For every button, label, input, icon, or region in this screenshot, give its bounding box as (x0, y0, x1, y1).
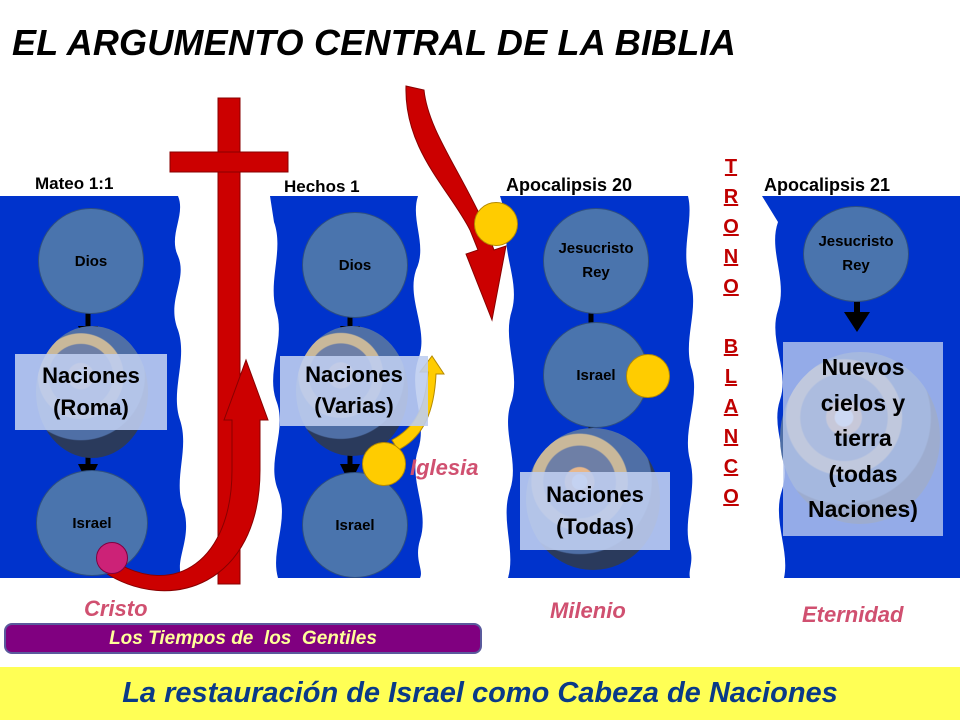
red-curve-arrow-down (405, 85, 507, 322)
rey-line2-21: Rey (842, 257, 870, 274)
jesucristo-line1-21: Jesucristo (818, 233, 894, 250)
eternidad-label: Eternidad (802, 602, 904, 627)
trono-letter: B (723, 336, 739, 358)
pink-dot-israel (96, 542, 128, 574)
trono-letter: O (723, 276, 739, 298)
yellow-dot-israel (626, 354, 670, 398)
circle-israel-2: Israel (302, 472, 408, 578)
iglesia-label: Iglesia (410, 455, 479, 480)
heading-apocalipsis-20: Apocalipsis 20 (506, 175, 633, 195)
naciones-roma-line2: (Roma) (53, 395, 129, 420)
trono-letter: O (723, 486, 739, 508)
label-naciones-roma: Naciones (Roma) (15, 354, 167, 430)
naciones-roma-line1: Naciones (42, 363, 140, 389)
nuevos-line1: Nuevos (821, 353, 905, 380)
trono-letter (718, 302, 744, 332)
trono-letter: A (723, 396, 739, 418)
trono-letter: L (724, 366, 738, 388)
trono-blanco-vertical: T R O N O B L A N C O (718, 152, 744, 512)
page-title: EL ARGUMENTO CENTRAL DE LA BIBLIA (12, 22, 736, 63)
label-naciones-varias: Naciones (Varias) (280, 356, 428, 426)
naciones-todas-line1: Naciones (546, 482, 644, 508)
gentiles-text: Los Tiempos de los Gentiles (109, 627, 377, 649)
circle-israel-1: Israel (36, 470, 148, 576)
circle-dios-2: Dios (302, 212, 408, 318)
milenio-label: Milenio (550, 598, 626, 623)
nuevos-line3: tierra (834, 425, 892, 452)
trono-letter: R (723, 186, 739, 208)
cross-horizontal (169, 151, 289, 173)
trono-letter: N (723, 426, 739, 448)
nuevos-line2: cielos y (820, 389, 906, 416)
jesucristo-line1-20: Jesucristo (558, 240, 634, 257)
gentiles-bar: Los Tiempos de los Gentiles (4, 623, 482, 654)
naciones-todas-line2: (Todas) (556, 514, 634, 539)
heading-mateo: Mateo 1:1 (35, 174, 114, 193)
trono-letter: T (724, 156, 738, 178)
label-nuevos-cielos: Nuevos cielos y tierra (todas Naciones) (783, 342, 943, 536)
heading-apocalipsis-21: Apocalipsis 21 (764, 175, 891, 195)
circle-dios-1: Dios (38, 208, 144, 314)
yellow-dot-top (474, 202, 518, 246)
nuevos-line5: Naciones) (808, 496, 918, 523)
bottom-banner: La restauración de Israel como Cabeza de… (0, 667, 960, 720)
yellow-dot-iglesia (362, 442, 406, 486)
label-naciones-todas: Naciones (Todas) (520, 472, 670, 550)
naciones-varias-line2: (Varias) (314, 393, 394, 418)
circle-jesucristo-rey-21: Jesucristo Rey (803, 206, 909, 302)
heading-hechos: Hechos 1 (284, 177, 360, 196)
trono-letter: O (723, 216, 739, 238)
cristo-label: Cristo (84, 596, 148, 621)
naciones-varias-line1: Naciones (305, 362, 403, 388)
trono-letter: C (723, 456, 739, 478)
circle-jesucristo-rey-20: Jesucristo Rey (543, 208, 649, 314)
nuevos-line4: (todas (828, 460, 898, 487)
red-curve-arrow-up (103, 358, 269, 592)
banner-text: La restauración de Israel como Cabeza de… (122, 677, 838, 709)
trono-letter: N (723, 246, 739, 268)
rey-line2-20: Rey (582, 264, 610, 281)
